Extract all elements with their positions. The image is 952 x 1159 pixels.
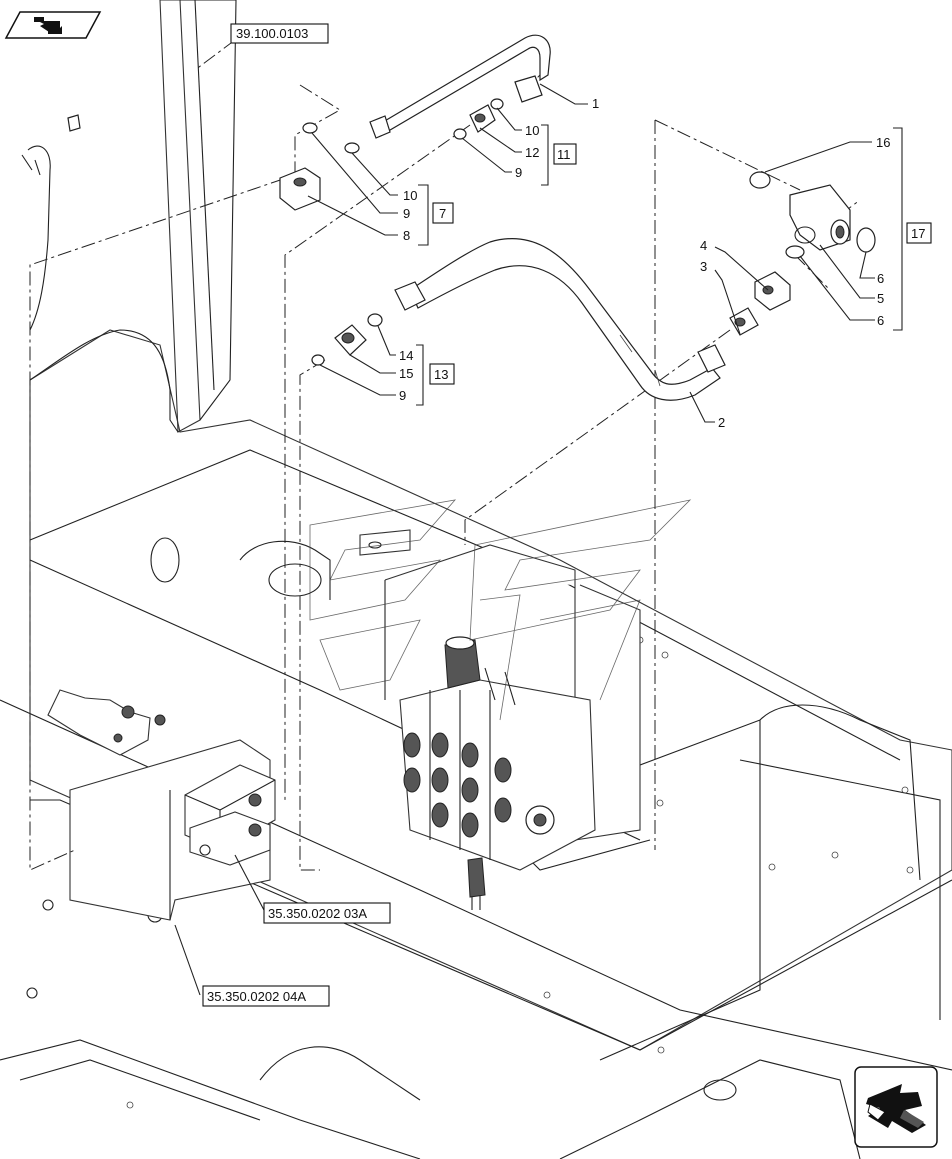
callout-3: 3 — [700, 259, 707, 274]
reference-35-350-0202-03a[interactable]: 35.350.0202 03A — [263, 902, 391, 924]
o-ring-16 — [749, 171, 771, 189]
svg-text:7: 7 — [439, 206, 446, 221]
part-3-adapter[interactable] — [729, 307, 759, 336]
callout-8: 8 — [403, 228, 410, 243]
callout-5: 5 — [877, 291, 884, 306]
o-ring-10-left — [344, 142, 360, 154]
valve-spools — [403, 732, 555, 838]
callout-6: 6 — [877, 313, 884, 328]
svg-text:17: 17 — [911, 226, 925, 241]
o-ring-9-right — [453, 128, 467, 140]
group-13-box[interactable]: 13 — [429, 363, 455, 385]
callout-12: 12 — [525, 145, 539, 160]
callout-9: 9 — [515, 165, 522, 180]
reference-35-350-0202-04a[interactable]: 35.350.0202 04A — [202, 985, 330, 1007]
callout-9: 9 — [403, 206, 410, 221]
callout-4: 4 — [700, 238, 707, 253]
part-1-tube[interactable] — [369, 34, 551, 139]
svg-text:35.350.0202 04A: 35.350.0202 04A — [207, 989, 306, 1004]
callout-2: 2 — [718, 415, 725, 430]
callout-10: 10 — [525, 123, 539, 138]
fitting-15[interactable] — [334, 324, 367, 356]
reference-39-100-0103[interactable]: 39.100.0103 — [230, 23, 329, 44]
part-4-fitting[interactable] — [754, 271, 791, 311]
part-5-tee-fitting[interactable] — [789, 184, 851, 251]
callout-10: 10 — [403, 188, 417, 203]
group-brackets — [416, 124, 903, 406]
watermark-logo — [309, 499, 692, 721]
callout-14: 14 — [399, 348, 413, 363]
callout-9: 9 — [399, 388, 406, 403]
solenoid-valve-lower[interactable] — [189, 811, 271, 866]
callout-1: 1 — [592, 96, 599, 111]
callout-15: 15 — [399, 366, 413, 381]
o-ring-10-right — [490, 98, 504, 110]
o-ring-6-right — [856, 227, 876, 253]
o-ring-9-left — [302, 122, 318, 134]
svg-text:11: 11 — [557, 147, 571, 162]
group-11-box[interactable]: 11 — [553, 143, 577, 165]
leader-lines — [174, 83, 875, 996]
o-ring-9-lower — [311, 354, 325, 366]
callout-16: 16 — [876, 135, 890, 150]
fitting-8[interactable] — [279, 167, 321, 211]
part-2-hose[interactable] — [394, 238, 726, 401]
forward-arrow-icon[interactable] — [854, 1066, 938, 1148]
o-ring-14 — [367, 313, 383, 327]
group-7-box[interactable]: 7 — [432, 202, 454, 224]
svg-text:39.100.0103: 39.100.0103 — [236, 26, 308, 41]
control-valve-block[interactable] — [384, 544, 651, 910]
svg-text:35.350.0202 03A: 35.350.0202 03A — [268, 906, 367, 921]
callout-6: 6 — [877, 271, 884, 286]
callout-labels: 1 10 12 9 10 9 8 14 15 9 2 4 3 16 6 5 6 — [399, 96, 890, 430]
svg-text:13: 13 — [434, 367, 448, 382]
back-arrow-icon[interactable] — [4, 11, 102, 39]
o-ring-6-lower — [785, 245, 805, 259]
fitting-12[interactable] — [469, 104, 496, 133]
group-17-box[interactable]: 17 — [906, 222, 932, 244]
